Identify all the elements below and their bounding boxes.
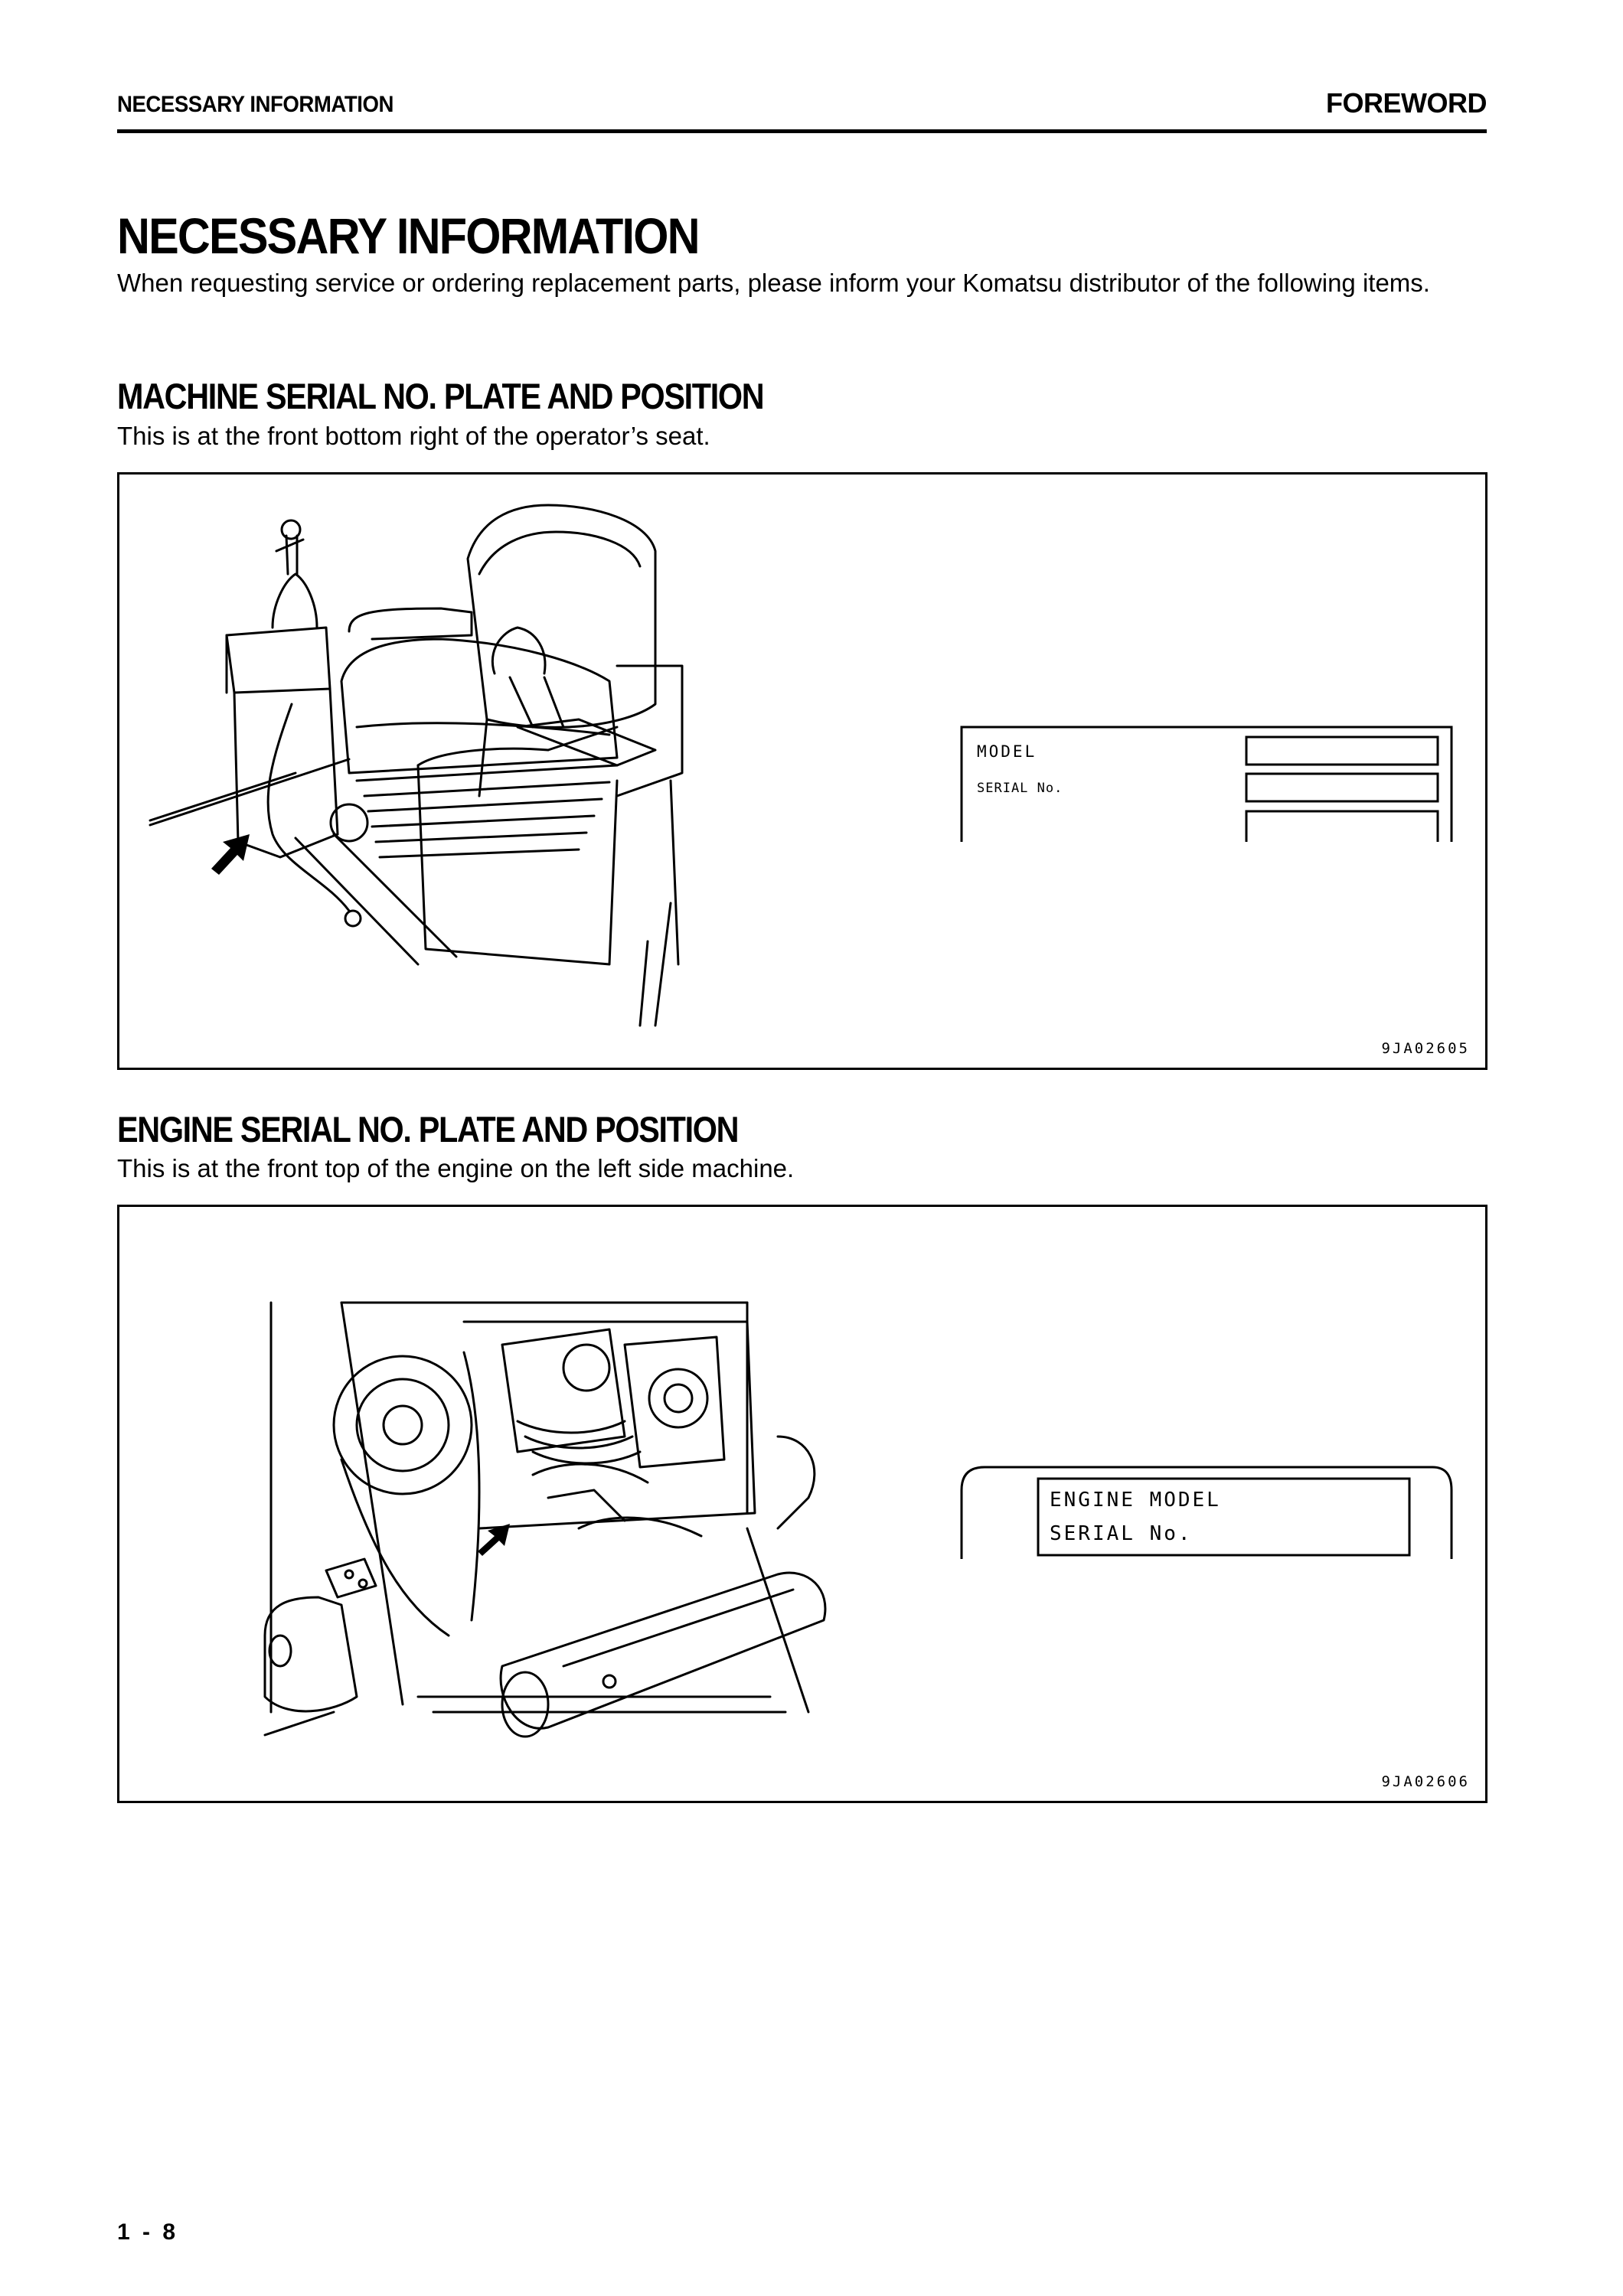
plate-engine-model-label: ENGINE MODEL xyxy=(1050,1489,1221,1512)
engine-plate-heading: ENGINE SERIAL NO. PLATE AND POSITION xyxy=(117,1109,739,1150)
running-header-section: NECESSARY INFORMATION xyxy=(117,92,394,117)
operator-seat-illustration xyxy=(149,504,1453,1027)
engine-plate-description: This is at the front top of the engine o… xyxy=(117,1154,795,1182)
location-arrow-icon xyxy=(211,834,250,875)
machine-plate-heading: MACHINE SERIAL NO. PLATE AND POSITION xyxy=(117,376,765,416)
plate-serial-label: SERIAL No. xyxy=(1050,1522,1193,1545)
intro-paragraph: When requesting service or ordering repl… xyxy=(117,269,1430,297)
location-arrow-icon xyxy=(478,1524,510,1556)
plate-serial-label: SERIAL No. xyxy=(977,781,1063,796)
machine-plate-description: This is at the front bottom right of the… xyxy=(117,422,710,450)
figure-code: 9JA02606 xyxy=(1381,1773,1470,1790)
engine-illustration xyxy=(263,1301,1453,1738)
figure-code: 9JA02605 xyxy=(1381,1040,1470,1057)
page-number: 1 - 8 xyxy=(117,2219,179,2245)
plate-model-label: MODEL xyxy=(977,742,1037,761)
header-rule xyxy=(117,129,1487,133)
engine-plate-figure: ENGINE MODEL SERIAL No. 9JA02606 xyxy=(117,1205,1487,1803)
running-header-chapter: FOREWORD xyxy=(1326,87,1487,119)
machine-plate-figure: MODEL SERIAL No. 9JA02605 xyxy=(117,472,1487,1070)
page-title: NECESSARY INFORMATION xyxy=(117,207,700,264)
